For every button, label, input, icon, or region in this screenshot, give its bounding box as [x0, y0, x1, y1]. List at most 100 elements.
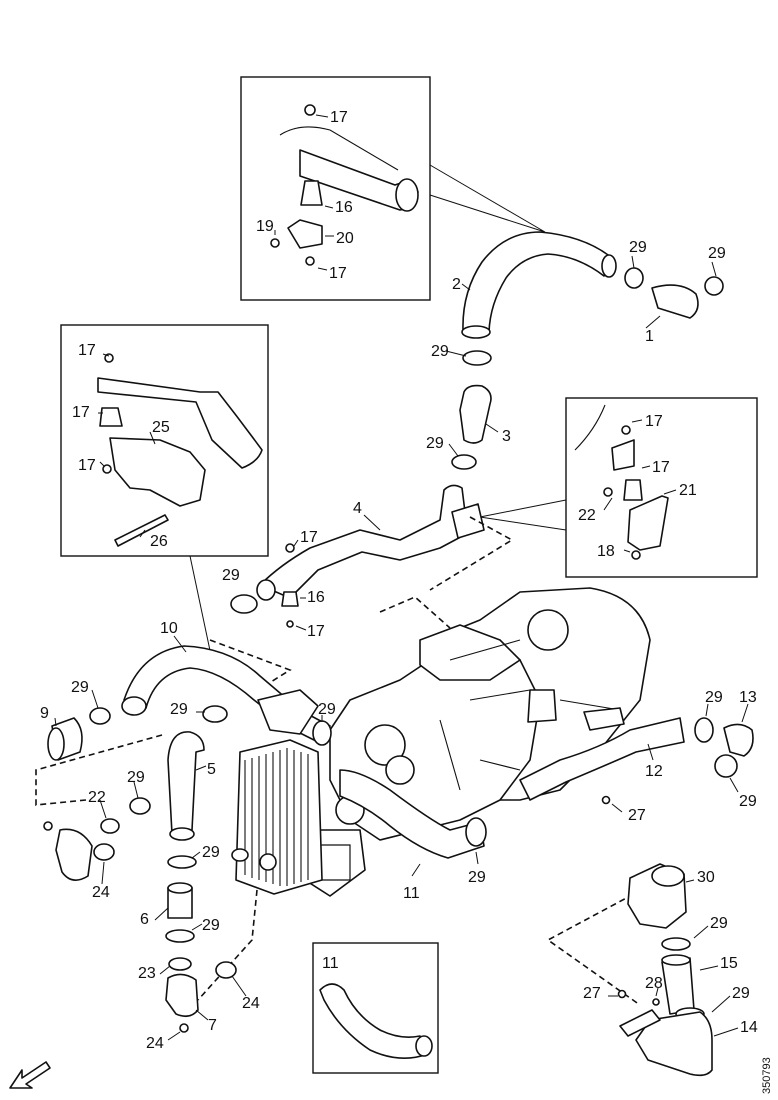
- pipe-14-bracket: [619, 1009, 661, 1037]
- upper-pipe-run: 2 1 29 29 29 3 29 4 17 16 17 29: [222, 231, 726, 640]
- gearbox-port-large: [364, 724, 406, 766]
- clamp-29-right: [704, 276, 724, 296]
- pipe-11: [339, 769, 485, 859]
- pipe-2-end: [461, 325, 491, 339]
- seal-22-upper: [100, 818, 120, 834]
- callout-29: 29: [710, 915, 728, 932]
- pipe-2-outlet: [601, 254, 617, 278]
- callout-29: 29: [222, 567, 240, 584]
- callout-17: 18: [597, 543, 615, 560]
- callout-29: 29: [202, 917, 220, 934]
- clamp-29-pipe3-top: [462, 350, 492, 366]
- pipe-10-assembly: 10 29 9 29 29: [40, 620, 336, 761]
- callout-29: 29: [468, 869, 486, 886]
- pipe10-leaders: [54, 635, 323, 727]
- upper-leaders: [293, 255, 717, 631]
- pipe-11-assembly: 11 29: [339, 769, 487, 902]
- callout-5: 5: [207, 761, 216, 778]
- clamp-29-pipe4: [230, 594, 258, 614]
- mount-16-pipe4: [281, 591, 299, 607]
- dash-left-elbow: [35, 734, 163, 806]
- detail-left-nut: [104, 353, 114, 363]
- clamp-29-pipe3-bottom: [451, 454, 477, 470]
- pipe-4-end: [256, 579, 276, 601]
- clamp-29-pipe12: [694, 717, 714, 743]
- detail-top-bracket: [287, 219, 323, 249]
- bolt-upper: [43, 821, 53, 831]
- front-direction-arrow-icon: [9, 1061, 51, 1089]
- pipe-14: [635, 1011, 713, 1077]
- dash-lower-left: [197, 879, 259, 1001]
- callout-29: 29: [705, 689, 723, 706]
- callout-2: 2: [452, 276, 461, 293]
- left-column-leaders: [99, 765, 247, 1041]
- nut-17-pipe4: [285, 543, 295, 553]
- detail-right-leaders: [603, 419, 677, 553]
- callout-11: 11: [322, 955, 339, 972]
- clamp-29-elbow13: [714, 754, 738, 778]
- callout-16: 17: [652, 459, 670, 476]
- callout-29: 29: [127, 769, 145, 786]
- callout-29: 29: [426, 435, 444, 452]
- callout-14: 14: [740, 1019, 758, 1036]
- callout-27: 27: [583, 985, 601, 1002]
- detail-left-leader: [189, 555, 213, 661]
- callout-21: 22: [578, 507, 596, 524]
- callout-6: 6: [140, 911, 149, 928]
- callout-29: 29: [708, 245, 726, 262]
- clamp-29-pipe6: [165, 929, 195, 943]
- pipe-5-end: [169, 827, 195, 841]
- callout-27: 27: [628, 807, 646, 824]
- callout-13: 13: [739, 689, 757, 706]
- detail-left-leaders: [98, 353, 156, 538]
- callout-29: 29: [739, 793, 757, 810]
- callout-29: 29: [318, 701, 336, 718]
- callout-26: 26: [150, 533, 168, 550]
- callout-16: 16: [335, 199, 353, 216]
- callout-18: 19: [256, 218, 274, 235]
- bolt-27-lower: [617, 989, 627, 999]
- callout-29: 29: [202, 844, 220, 861]
- detail-pipe11-hose: [319, 983, 429, 1059]
- detail-left-pipe: [97, 377, 263, 469]
- oil-cooler: [231, 739, 323, 895]
- callout-3: 3: [502, 428, 511, 445]
- callout-17: 17: [330, 109, 348, 126]
- clamp-29-pipe10-end: [312, 720, 332, 746]
- detail-box-pipe11: 11: [312, 942, 439, 1074]
- gearbox-port-small: [385, 755, 415, 785]
- thermostat-housing-inlet: [651, 865, 685, 887]
- clamp-29-lower-upper: [661, 937, 691, 951]
- elbow-13: [723, 723, 754, 757]
- callout-1: 1: [645, 328, 654, 345]
- detail-top-leader: [429, 164, 546, 233]
- callout-16: 17: [72, 404, 90, 421]
- callout-16: 16: [307, 589, 325, 606]
- elbow-7: [165, 973, 199, 1018]
- detail-top-bolt: [270, 238, 280, 248]
- clamp-29-pipe5: [167, 855, 197, 869]
- dash-pipe4: [429, 516, 514, 591]
- pipe-12: [519, 717, 685, 801]
- seal-22-lower: [168, 957, 192, 971]
- dash-lower-right: [546, 879, 661, 1006]
- clamp-24-upper: [93, 843, 115, 861]
- detail-top-cable: [279, 126, 399, 171]
- callout-29: 29: [71, 679, 89, 696]
- callout-30: 30: [697, 869, 715, 886]
- callout-17: 17: [645, 413, 663, 430]
- elbow-upper: [55, 828, 93, 881]
- hose-15: [661, 957, 695, 1015]
- housing-detail-lines: [439, 639, 621, 791]
- pipe-10-bracket: [257, 689, 319, 735]
- callout-17: 17: [329, 265, 347, 282]
- callout-9: 9: [40, 705, 49, 722]
- callout-17: 17: [300, 529, 318, 546]
- washer-28: [652, 998, 660, 1006]
- callout-4: 4: [353, 500, 362, 517]
- pipe-12-bracket: [583, 707, 625, 731]
- hose-3: [459, 384, 492, 444]
- callout-17: 17: [78, 457, 96, 474]
